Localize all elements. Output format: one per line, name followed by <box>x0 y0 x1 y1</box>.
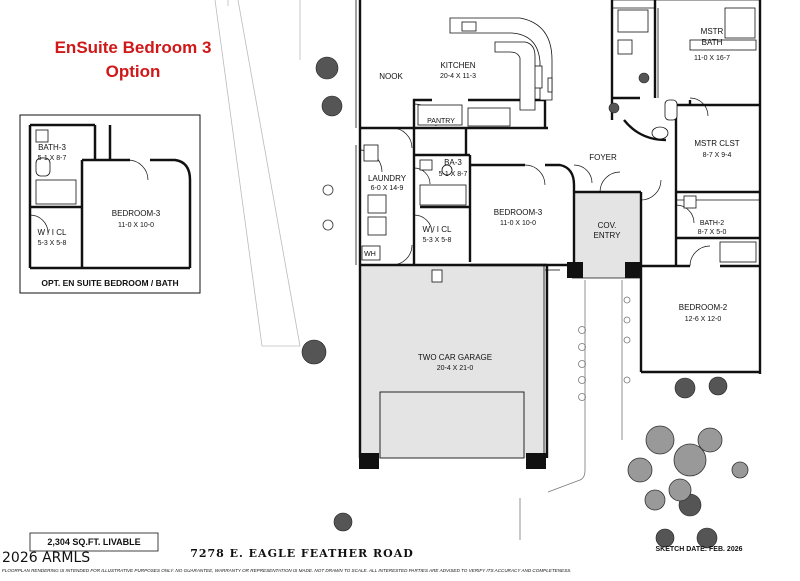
inset-wicl-dims: 5-3 X 5-8 <box>38 240 67 247</box>
property-address: 7278 E. EAGLE FEATHER ROAD <box>190 547 414 560</box>
inset-bedroom3-label: BEDROOM-3 <box>112 209 161 218</box>
cov-entry-label-2: ENTRY <box>594 231 622 240</box>
garage-fill <box>360 265 547 458</box>
inset-wicl-label: W / I CL <box>38 228 67 237</box>
option-title-line2: Option <box>106 62 161 81</box>
garage-door <box>359 262 641 469</box>
garage-label: TWO CAR GARAGE <box>418 353 492 362</box>
landscape-shrubs <box>301 56 728 549</box>
bath2-dims: 8-7 X 5-0 <box>698 229 727 236</box>
foyer-label: FOYER <box>589 153 617 162</box>
bedroom2-dims: 12-6 X 12-0 <box>685 316 722 323</box>
cov-entry-label-1: COV. <box>598 221 617 230</box>
garage-dims: 20-4 X 21-0 <box>437 365 474 372</box>
lot-lines <box>214 0 301 347</box>
mstr-bath-dims: 11-0 X 16-7 <box>694 55 730 62</box>
door-swings <box>359 97 711 267</box>
inset-plan: BATH-3 5-1 X 8-7 BEDROOM-3 11-0 X 10-0 W… <box>19 114 201 294</box>
landscape-columns <box>322 184 334 231</box>
wicl-label: W / I CL <box>423 225 452 234</box>
mstr-bath-label-1: MSTR <box>701 27 724 36</box>
kitchen-fixtures <box>417 17 553 127</box>
disclaimer: FLOORPLAN RENDERING IS INTENDED FOR ILLU… <box>2 568 571 573</box>
landscape-tree <box>627 425 749 511</box>
pantry-label: PANTRY <box>427 118 455 125</box>
livable-box <box>29 532 159 552</box>
master-bath-fixtures <box>617 7 757 263</box>
kitchen-dims: 20-4 X 11-3 <box>440 73 476 80</box>
mstr-clst-label: MSTR CLST <box>694 139 739 148</box>
bedroom3-label: BEDROOM-3 <box>494 208 543 217</box>
kitchen-label: KITCHEN <box>440 61 475 70</box>
bath2-label: BATH-2 <box>700 220 724 227</box>
nook-label: NOOK <box>379 72 403 81</box>
inset-bedroom3-dims: 11-0 X 10-0 <box>118 222 154 229</box>
utility-fixtures <box>361 144 467 283</box>
inset-bath3-dims: 5-1 X 8-7 <box>38 155 67 162</box>
copyright: 2026 ARMLS <box>2 550 90 566</box>
bedroom2-label: BEDROOM-2 <box>679 303 728 312</box>
ba3-dims: 5-1 X 8-7 <box>439 171 468 178</box>
laundry-dims: 6-0 X 14-9 <box>371 185 404 192</box>
walkway <box>519 280 631 540</box>
inset-caption: OPT. EN SUITE BEDROOM / BATH <box>41 278 178 288</box>
mstr-bath-label-2: BATH <box>702 38 723 47</box>
bedroom3-dims: 11-0 X 10-0 <box>500 220 536 227</box>
mstr-clst-dims: 8-7 X 9-4 <box>703 152 732 159</box>
wicl-dims: 5-3 X 5-8 <box>423 237 452 244</box>
main-walls <box>358 0 762 458</box>
inset-bath3-label: BATH-3 <box>38 143 66 152</box>
laundry-label: LAUNDRY <box>368 174 407 183</box>
ba3-label: BA-3 <box>444 158 462 167</box>
option-title-line1: EnSuite Bedroom 3 <box>55 38 212 57</box>
wh-label: WH <box>364 251 376 258</box>
livable-sqft: 2,304 SQ.FT. LIVABLE <box>47 537 140 547</box>
sketch-date: SKETCH DATE: FEB. 2026 <box>656 546 743 553</box>
